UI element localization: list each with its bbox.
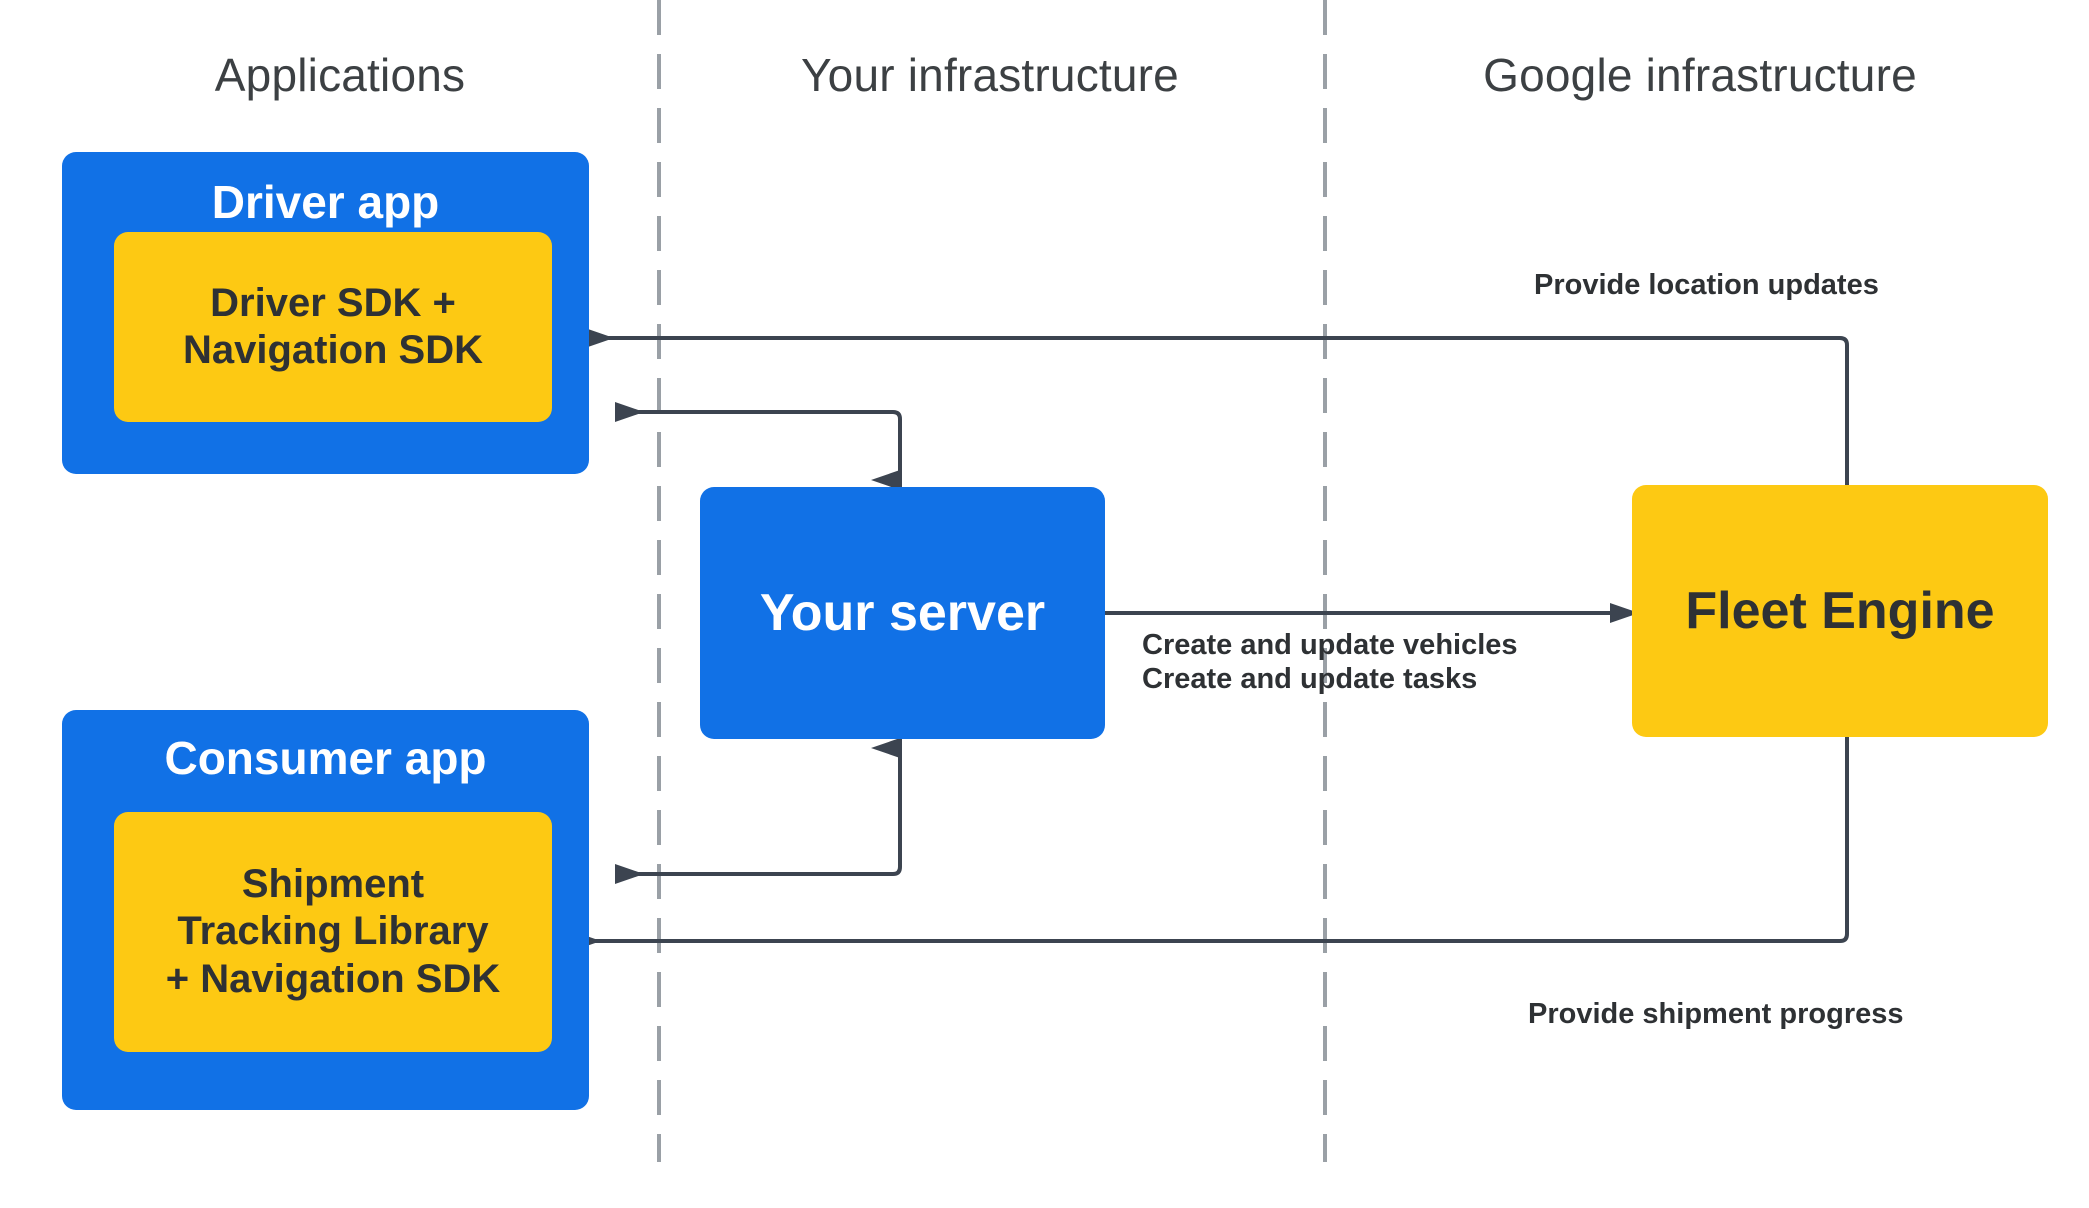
- driver-app-title: Driver app: [211, 176, 440, 228]
- column-title-google-infrastructure: Google infrastructure: [1483, 49, 1917, 101]
- node-consumer-sdk[interactable]: Shipment Tracking Library + Navigation S…: [114, 812, 552, 1052]
- consumer-sdk-line-2: Tracking Library: [177, 909, 489, 954]
- edge-location-updates: [585, 328, 1849, 485]
- column-title-applications: Applications: [214, 49, 466, 101]
- edge-driver-app-to-server: [589, 412, 900, 487]
- edge-label-location-updates: Provide location updates: [1534, 269, 1879, 301]
- column-title-your-infrastructure: Your infrastructure: [801, 49, 1179, 101]
- driver-sdk-label: Driver SDK + Navigation SDK: [173, 280, 493, 374]
- node-your-server[interactable]: Your server: [700, 487, 1105, 739]
- edge-server-to-driver-app: [615, 402, 902, 487]
- node-driver-app[interactable]: Driver app Driver SDK + Navigation SDK: [62, 152, 589, 474]
- consumer-sdk-label: Shipment Tracking Library + Navigation S…: [156, 861, 511, 1003]
- node-consumer-app[interactable]: Consumer app Shipment Tracking Library +…: [62, 710, 589, 1110]
- node-driver-sdk[interactable]: Driver SDK + Navigation SDK: [114, 232, 552, 422]
- consumer-sdk-line-3: + Navigation SDK: [165, 956, 501, 1001]
- your-server-label: Your server: [759, 584, 1046, 642]
- edge-shipment-progress: [572, 737, 1849, 951]
- edge-server-to-consumer-app: [615, 739, 902, 884]
- edge-label-create-update-tasks: Create and update tasks: [1142, 663, 1478, 696]
- driver-sdk-line-1: Driver SDK +: [210, 280, 456, 325]
- node-fleet-engine[interactable]: Fleet Engine: [1632, 485, 2048, 737]
- driver-sdk-line-2: Navigation SDK: [182, 328, 484, 372]
- edge-label-create-update-vehicles: Create and update vehicles: [1142, 629, 1518, 661]
- edge-label-shipment-progress: Provide shipment progress: [1528, 998, 1904, 1030]
- consumer-app-title: Consumer app: [164, 732, 487, 784]
- edge-label-create-and-update: Create and update vehicles Create and up…: [1142, 628, 1518, 696]
- fleet-engine-label: Fleet Engine: [1685, 582, 1995, 640]
- consumer-sdk-line-1: Shipment: [241, 862, 425, 907]
